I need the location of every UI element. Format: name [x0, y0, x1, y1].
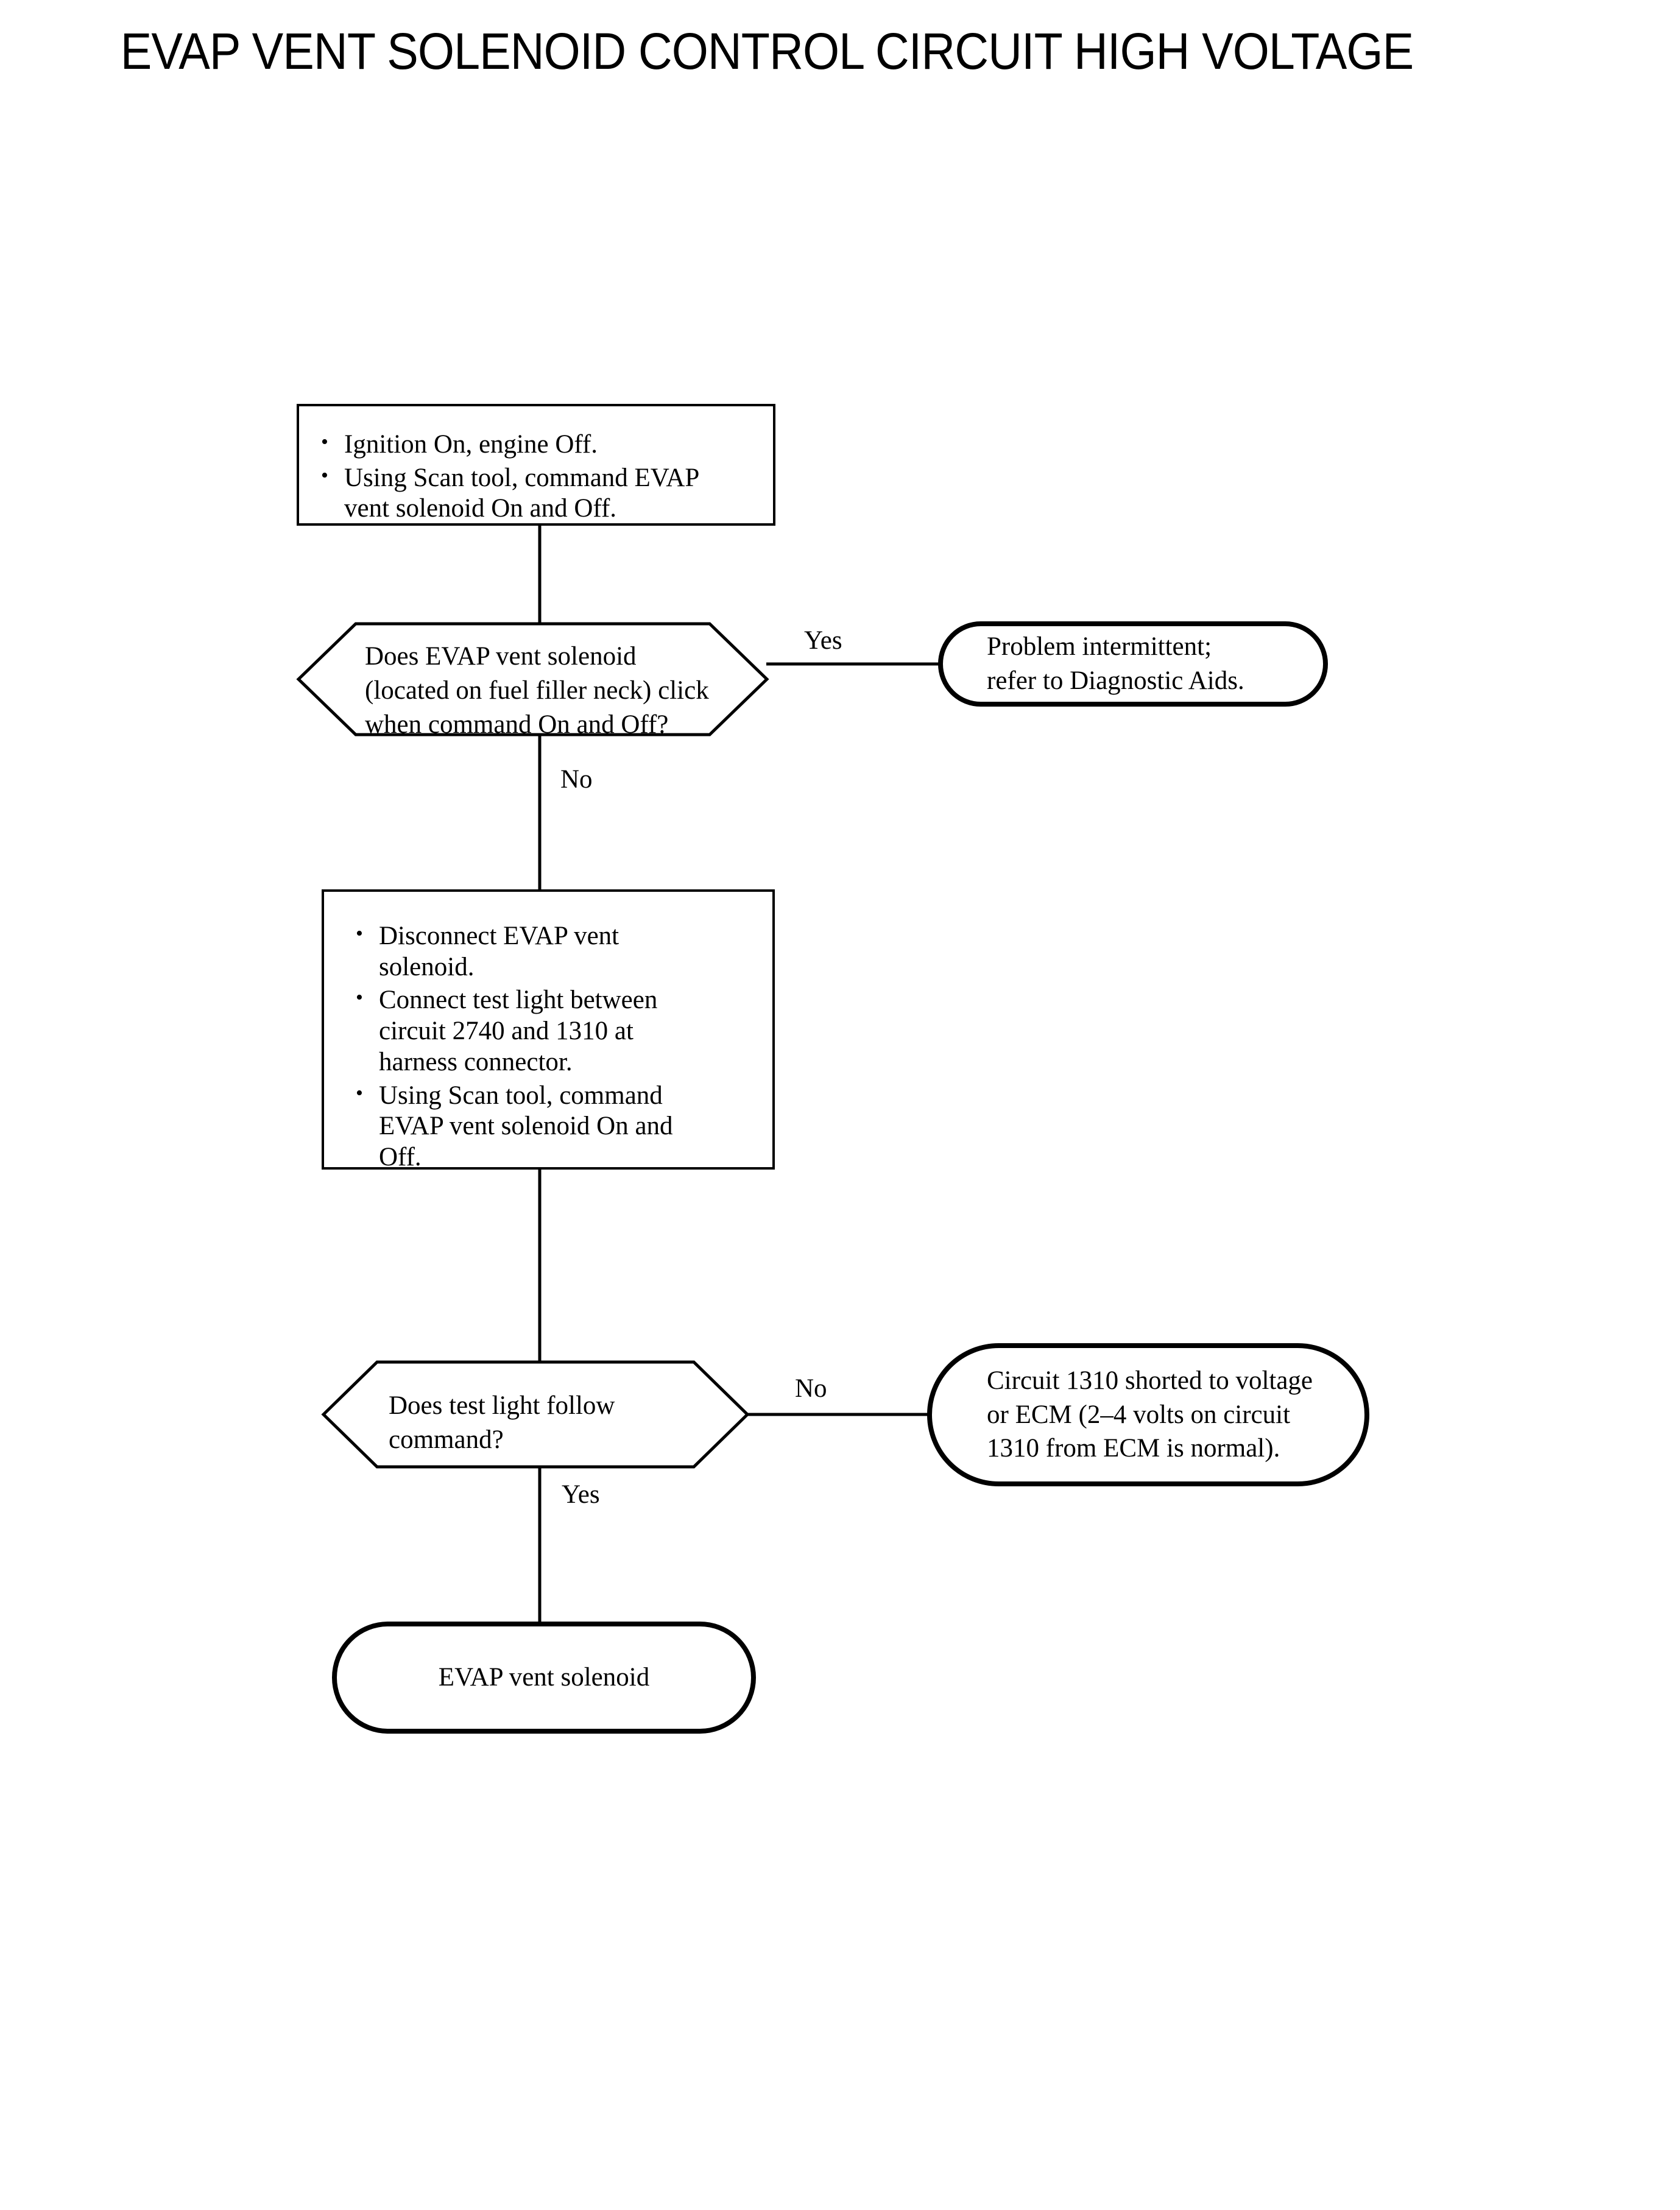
decision1-line2: (located on fuel filler neck) click: [365, 676, 709, 705]
result2-terminator: Circuit 1310 shorted to voltage or ECM (…: [927, 1343, 1369, 1486]
result2-line3: 1310 from ECM is normal).: [987, 1434, 1280, 1463]
result1-terminator: Problem intermittent; refer to Diagnosti…: [938, 621, 1328, 707]
result2-line2: or ECM (2–4 volts on circuit: [987, 1400, 1291, 1429]
list-item: Disconnect EVAP vent solenoid.: [351, 920, 760, 983]
decision1-hexagon: Does EVAP vent solenoid (located on fuel…: [296, 621, 769, 739]
page-title: EVAP VENT SOLENOID CONTROL CIRCUIT HIGH …: [120, 23, 1414, 80]
list-item: Connect test light between circuit 2740 …: [351, 984, 760, 1078]
bullet-line: Ignition On, engine Off.: [344, 430, 598, 459]
decision1-line3: when command On and Off?: [365, 710, 669, 739]
branch-label-decision2-no: No: [795, 1374, 827, 1403]
step1-bullet-list: Ignition On, engine Off. Using Scan tool…: [316, 428, 757, 524]
step2-bullet-list: Disconnect EVAP vent solenoid. Connect t…: [351, 920, 760, 1173]
bullet-line: Disconnect EVAP vent: [379, 922, 619, 950]
result2-line1: Circuit 1310 shorted to voltage: [987, 1366, 1313, 1395]
step2-process-box: Disconnect EVAP vent solenoid. Connect t…: [322, 889, 775, 1173]
step1-process-box: Ignition On, engine Off. Using Scan tool…: [297, 404, 775, 526]
decision1-text: Does EVAP vent solenoid (located on fuel…: [365, 640, 743, 742]
result3-line1: EVAP vent solenoid: [438, 1663, 650, 1692]
decision2-line2: command?: [389, 1425, 504, 1454]
decision2-hexagon: Does test light follow command?: [321, 1360, 750, 1469]
bullet-line: Connect test light between: [379, 986, 658, 1015]
list-item: Using Scan tool, command EVAP vent solen…: [316, 462, 757, 524]
bullet-line: Using Scan tool, command: [379, 1081, 663, 1110]
decision2-text: Does test light follow command?: [389, 1389, 718, 1457]
bullet-line: Using Scan tool, command EVAP: [344, 463, 700, 492]
decision2-line1: Does test light follow: [389, 1391, 615, 1420]
decision1-hexagon-outline: [296, 622, 769, 736]
branch-label-decision2-yes: Yes: [562, 1480, 600, 1509]
bullet-line: vent solenoid On and Off.: [344, 494, 617, 523]
result1-line2: refer to Diagnostic Aids.: [987, 666, 1244, 695]
bullet-line: Off.: [379, 1143, 422, 1172]
result3-text: EVAP vent solenoid: [439, 1661, 649, 1695]
decision1-line1: Does EVAP vent solenoid: [365, 642, 637, 671]
bullet-line: solenoid.: [379, 952, 475, 981]
result3-terminator: EVAP vent solenoid: [332, 1622, 756, 1734]
list-item: Ignition On, engine Off.: [316, 428, 757, 461]
result2-text: Circuit 1310 shorted to voltage or ECM (…: [987, 1364, 1313, 1466]
result1-line1: Problem intermittent;: [987, 632, 1212, 662]
bullet-line: harness connector.: [379, 1047, 573, 1076]
bullet-line: EVAP vent solenoid On and: [379, 1112, 673, 1141]
result1-text: Problem intermittent; refer to Diagnosti…: [987, 630, 1244, 698]
list-item: Using Scan tool, command EVAP vent solen…: [351, 1079, 760, 1173]
branch-label-decision1-no: No: [560, 765, 593, 794]
decision2-hexagon-outline: [321, 1360, 750, 1469]
branch-label-decision1-yes: Yes: [804, 626, 842, 655]
bullet-line: circuit 2740 and 1310 at: [379, 1017, 634, 1046]
